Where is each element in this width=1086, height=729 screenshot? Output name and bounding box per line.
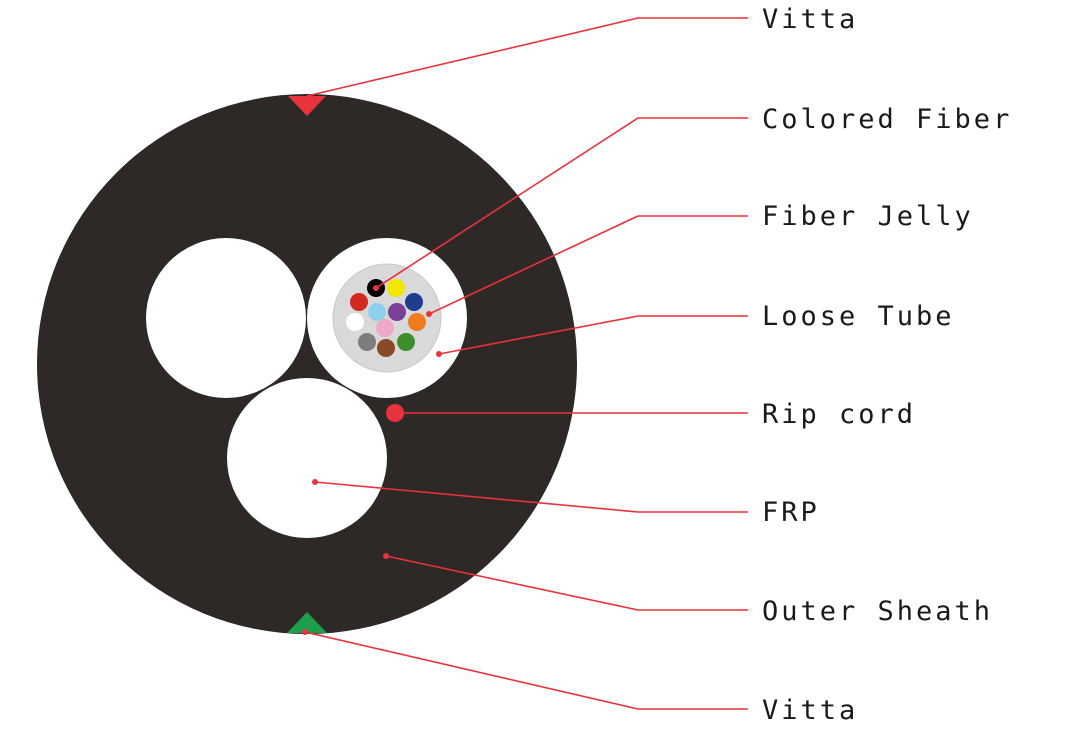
label-fiber-jelly: Fiber Jelly: [762, 201, 974, 232]
left-filler-rod: [146, 238, 306, 398]
fiber-rose: [376, 319, 394, 337]
leader-loose-tube: [438, 315, 748, 355]
leader-fiber-jelly: [428, 215, 748, 315]
dot-frp: [312, 479, 318, 485]
fiber-white: [346, 313, 364, 331]
dot-loose-tube: [436, 351, 442, 357]
fiber-orange: [408, 313, 426, 331]
label-colored-fiber: Colored Fiber: [762, 104, 1012, 135]
label-loose-tube: Loose Tube: [762, 301, 955, 332]
outer-sheath: [37, 94, 577, 634]
label-vitta-top: Vitta: [762, 4, 858, 35]
dot-vitta-bottom: [302, 629, 308, 635]
fiber-green: [397, 333, 415, 351]
fiber-yellow: [387, 279, 405, 297]
label-vitta-bottom: Vitta: [762, 695, 858, 726]
vitta-bottom-marker: [287, 612, 327, 633]
frp-rod: [227, 378, 387, 538]
leader-outer-sheath: [385, 555, 748, 611]
colored-fibers: [346, 279, 426, 357]
dot-fiber-jelly: [426, 311, 432, 317]
fiber-blue: [405, 293, 423, 311]
fiber-red: [350, 293, 368, 311]
leader-vitta-top: [306, 17, 748, 97]
dot-outer-sheath: [383, 553, 389, 559]
leader-colored-fiber: [375, 117, 748, 289]
leader-frp: [314, 481, 748, 513]
leader-vitta-bottom: [304, 631, 748, 710]
fiber-slate: [358, 333, 376, 351]
fiber-violet: [388, 303, 406, 321]
vitta-top-marker: [288, 96, 326, 116]
fiber-brown: [377, 339, 395, 357]
label-outer-sheath: Outer Sheath: [762, 596, 993, 627]
label-rip-cord: Rip cord: [762, 399, 916, 430]
label-frp: FRP: [762, 497, 820, 528]
fiber-aqua: [368, 303, 386, 321]
dot-colored-fiber: [373, 285, 379, 291]
